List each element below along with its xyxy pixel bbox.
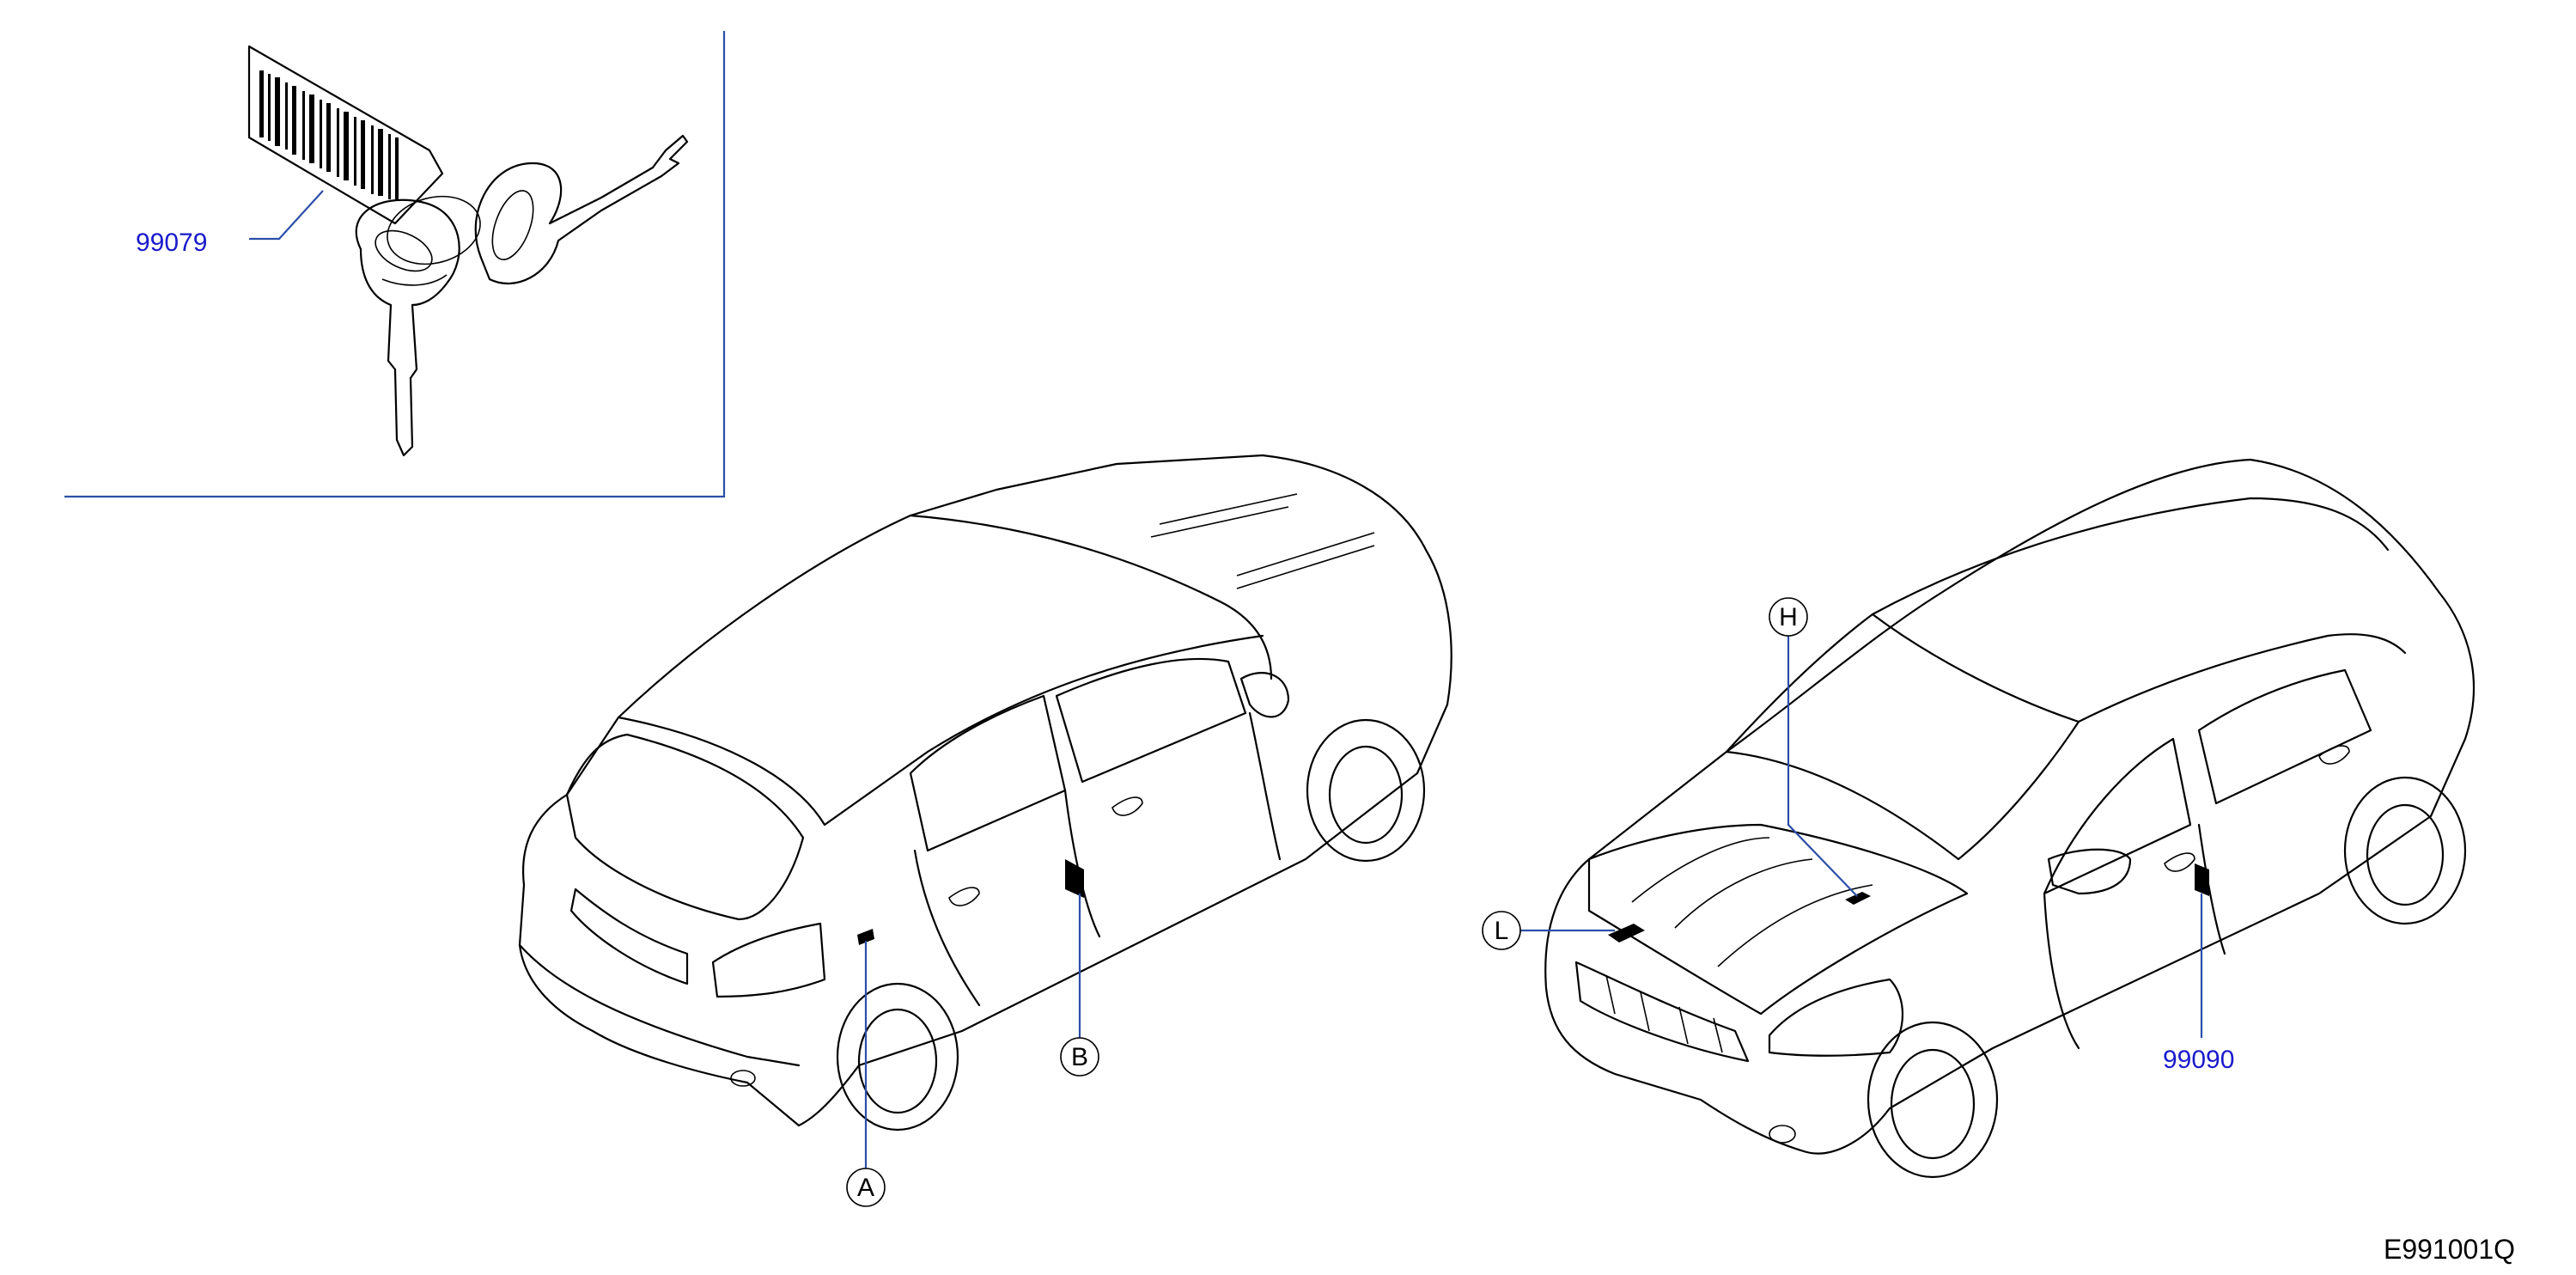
key-inset-panel: 99079 xyxy=(64,31,726,498)
callout-99090: 99090 xyxy=(2163,894,2234,1074)
callout-letter: H xyxy=(1779,603,1798,631)
label-h-decal xyxy=(1845,892,1871,905)
label-b-decal xyxy=(1065,859,1084,898)
label-a-decal xyxy=(857,929,874,945)
vehicle-rear-view xyxy=(518,454,1452,1132)
inset-border xyxy=(64,31,726,498)
key-icon xyxy=(474,134,689,284)
label-l-decal xyxy=(1608,924,1645,943)
label-99090-decal xyxy=(2195,863,2209,896)
callout-l: L xyxy=(1482,911,1615,950)
key-ring-icon xyxy=(387,195,481,265)
callout-a: A xyxy=(846,941,886,1207)
leader-99079 xyxy=(249,190,324,241)
document-code: E991001Q xyxy=(2384,1234,2515,1265)
barcode-tag-icon xyxy=(247,45,444,225)
callout-h: H xyxy=(1769,597,1858,897)
vehicle-front-view xyxy=(1544,458,2476,1179)
key-icon xyxy=(355,198,460,457)
callout-letter: B xyxy=(1071,1043,1088,1071)
callout-letter: A xyxy=(857,1174,874,1202)
callout-b: B xyxy=(1060,894,1099,1077)
part-number-99090: 99090 xyxy=(2163,1046,2234,1074)
part-number-99079: 99079 xyxy=(136,229,207,257)
callout-letter: L xyxy=(1495,917,1509,945)
